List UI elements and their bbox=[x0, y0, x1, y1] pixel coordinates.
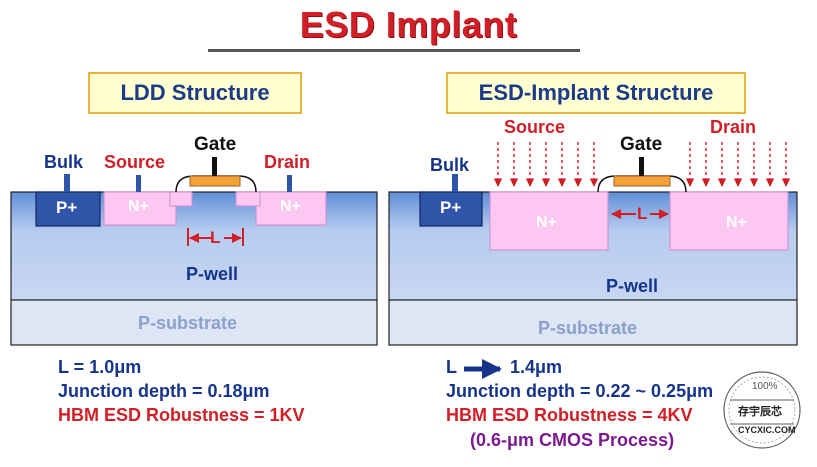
esd-gate-contact bbox=[639, 157, 644, 176]
ldd-l-label: L bbox=[210, 228, 221, 247]
esd-source-implant-arrows bbox=[493, 142, 599, 187]
esd-n-plus-source bbox=[489, 191, 609, 251]
ldd-n-plus-source bbox=[103, 191, 177, 226]
esd-p-plus-region bbox=[419, 191, 483, 227]
esd-gate-poly bbox=[613, 175, 671, 187]
esd-n-plus-drain-label: N+ bbox=[726, 214, 747, 231]
ldd-spec-l: L = 1.0μm bbox=[58, 357, 142, 377]
esd-n-plus-drain bbox=[669, 191, 789, 251]
ldd-drain-extension bbox=[235, 191, 261, 207]
esd-spec-process: (0.6-μm CMOS Process) bbox=[470, 430, 675, 450]
ldd-drain-label: Drain bbox=[264, 152, 311, 172]
esd-p-well-label: P-well bbox=[606, 276, 659, 296]
ldd-bulk-label: Bulk bbox=[44, 152, 84, 172]
ldd-n-plus-drain bbox=[255, 191, 327, 226]
esd-spec-l-prefix: L bbox=[446, 357, 457, 377]
title-underline bbox=[208, 49, 580, 52]
ldd-gate-contact bbox=[212, 157, 217, 176]
esd-p-substrate-label: P-substrate bbox=[538, 318, 638, 338]
esd-bulk-label: Bulk bbox=[430, 155, 470, 175]
esd-p-substrate bbox=[388, 299, 798, 346]
ldd-n-plus-drain-label: N+ bbox=[280, 198, 301, 215]
esd-source-label: Source bbox=[504, 117, 566, 137]
esd-drain-label: Drain bbox=[710, 117, 757, 137]
ldd-p-substrate bbox=[10, 299, 378, 346]
watermark-url: CYCXIC.COM bbox=[738, 425, 796, 435]
watermark-percent: 100% bbox=[752, 381, 778, 392]
esd-drain-implant-arrows bbox=[685, 142, 791, 187]
esd-gate-label: Gate bbox=[620, 134, 663, 155]
page-title: ESD Implant bbox=[299, 4, 518, 45]
esd-p-plus-label: P+ bbox=[440, 198, 462, 217]
ldd-spec-hbm: HBM ESD Robustness = 1KV bbox=[58, 405, 305, 425]
ldd-spec-junction: Junction depth = 0.18μm bbox=[58, 381, 270, 401]
esd-spec-hbm: HBM ESD Robustness = 4KV bbox=[446, 405, 693, 425]
esd-spec-junction: Junction depth = 0.22 ~ 0.25μm bbox=[446, 381, 714, 401]
esd-heading: ESD-Implant Structure bbox=[446, 72, 746, 114]
ldd-p-well-label: P-well bbox=[186, 264, 239, 284]
ldd-source-label: Source bbox=[104, 152, 166, 172]
ldd-gate-label: Gate bbox=[194, 134, 237, 155]
ldd-source-contact bbox=[136, 175, 141, 192]
ldd-n-plus-source-label: N+ bbox=[128, 198, 149, 215]
watermark-seal-icon bbox=[723, 371, 801, 449]
esd-l-label: L bbox=[637, 204, 648, 223]
ldd-p-substrate-label: P-substrate bbox=[138, 313, 238, 333]
esd-bulk-contact bbox=[452, 174, 458, 192]
ldd-heading: LDD Structure bbox=[88, 72, 302, 114]
esd-spec-l-value: 1.4μm bbox=[510, 357, 563, 377]
ldd-gate-poly bbox=[189, 175, 241, 187]
watermark-name: 存宇辰芯 bbox=[738, 406, 782, 418]
ldd-bulk-contact bbox=[64, 174, 70, 192]
ldd-p-plus-label: P+ bbox=[56, 198, 78, 217]
ldd-source-extension bbox=[169, 191, 193, 207]
esd-n-plus-source-label: N+ bbox=[536, 214, 557, 231]
ldd-drain-contact bbox=[287, 175, 292, 192]
